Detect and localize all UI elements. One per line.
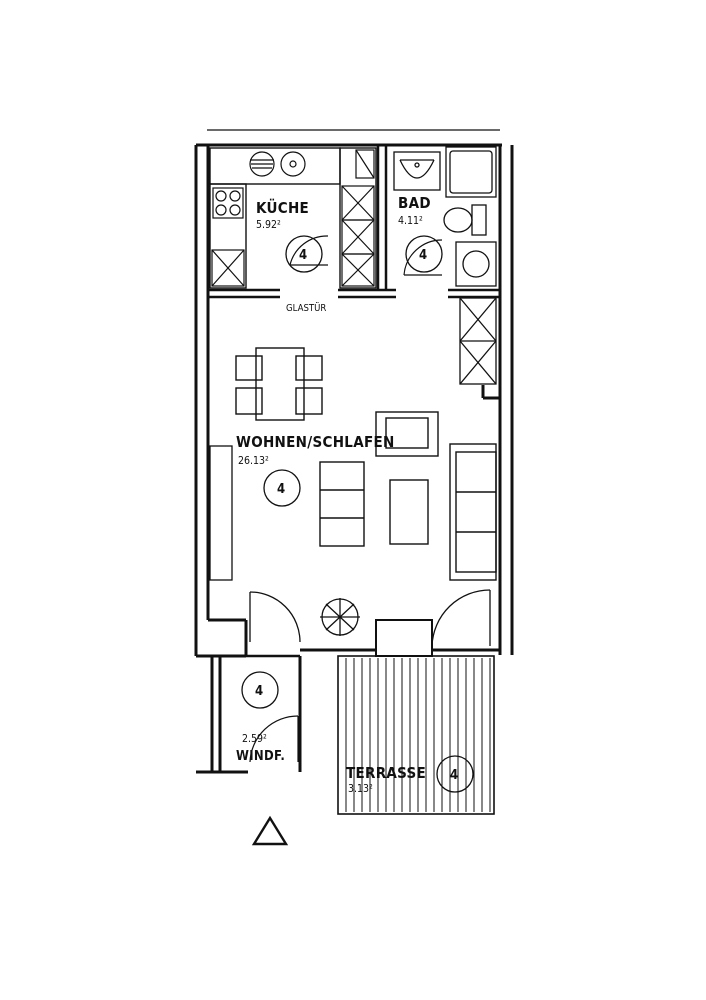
kitchen-cabinets — [211, 149, 375, 287]
washing-machine-icon — [455, 241, 497, 287]
glass-door-label: GLASTÜR — [286, 303, 326, 314]
terrace-marker: 4 — [450, 768, 458, 783]
armchair — [375, 411, 439, 457]
coffee-table — [389, 479, 429, 545]
living-marker: 4 — [277, 482, 285, 497]
kitchen-label: KÜCHE — [256, 198, 309, 217]
bath-marker: 4 — [419, 248, 427, 263]
bath-label: BAD — [398, 194, 431, 212]
terrace-area: 3.13² — [348, 783, 373, 795]
plant-icon — [320, 598, 360, 636]
washbasin-icon — [393, 151, 441, 191]
entry-area: 2.59² — [242, 733, 267, 745]
kitchen-area: 5.92² — [256, 219, 281, 231]
kitchen-marker: 4 — [299, 248, 307, 263]
terrace-door-swing — [431, 589, 491, 647]
outer-walls — [194, 129, 514, 774]
sofa-left — [319, 461, 365, 547]
entry-label: WINDF. — [236, 749, 285, 764]
stove-icon — [212, 187, 244, 219]
terrace-deck — [337, 655, 495, 815]
sink-icon — [249, 151, 306, 177]
shelf-left — [209, 445, 233, 581]
interior-walls — [208, 145, 500, 658]
room-markers — [241, 235, 474, 793]
living-label: WOHNEN/SCHLAFEN — [236, 433, 395, 451]
kitchen-counter — [209, 147, 377, 289]
dining-table — [235, 347, 323, 421]
toilet-icon — [443, 204, 487, 236]
entry-door-swing — [249, 591, 301, 643]
entry-marker: 4 — [255, 684, 263, 699]
wardrobe — [459, 297, 497, 385]
terrace-label: TERRASSE — [346, 764, 426, 782]
shower-icon — [445, 146, 497, 198]
north-triangle-icon — [251, 815, 289, 846]
entry-room-door-swing — [249, 715, 299, 763]
kitchen-door-swing — [289, 235, 329, 266]
living-area: 26.13² — [238, 455, 269, 467]
sofa-right — [449, 443, 497, 581]
bath-area: 4.11² — [398, 215, 423, 227]
window-box — [375, 619, 433, 657]
